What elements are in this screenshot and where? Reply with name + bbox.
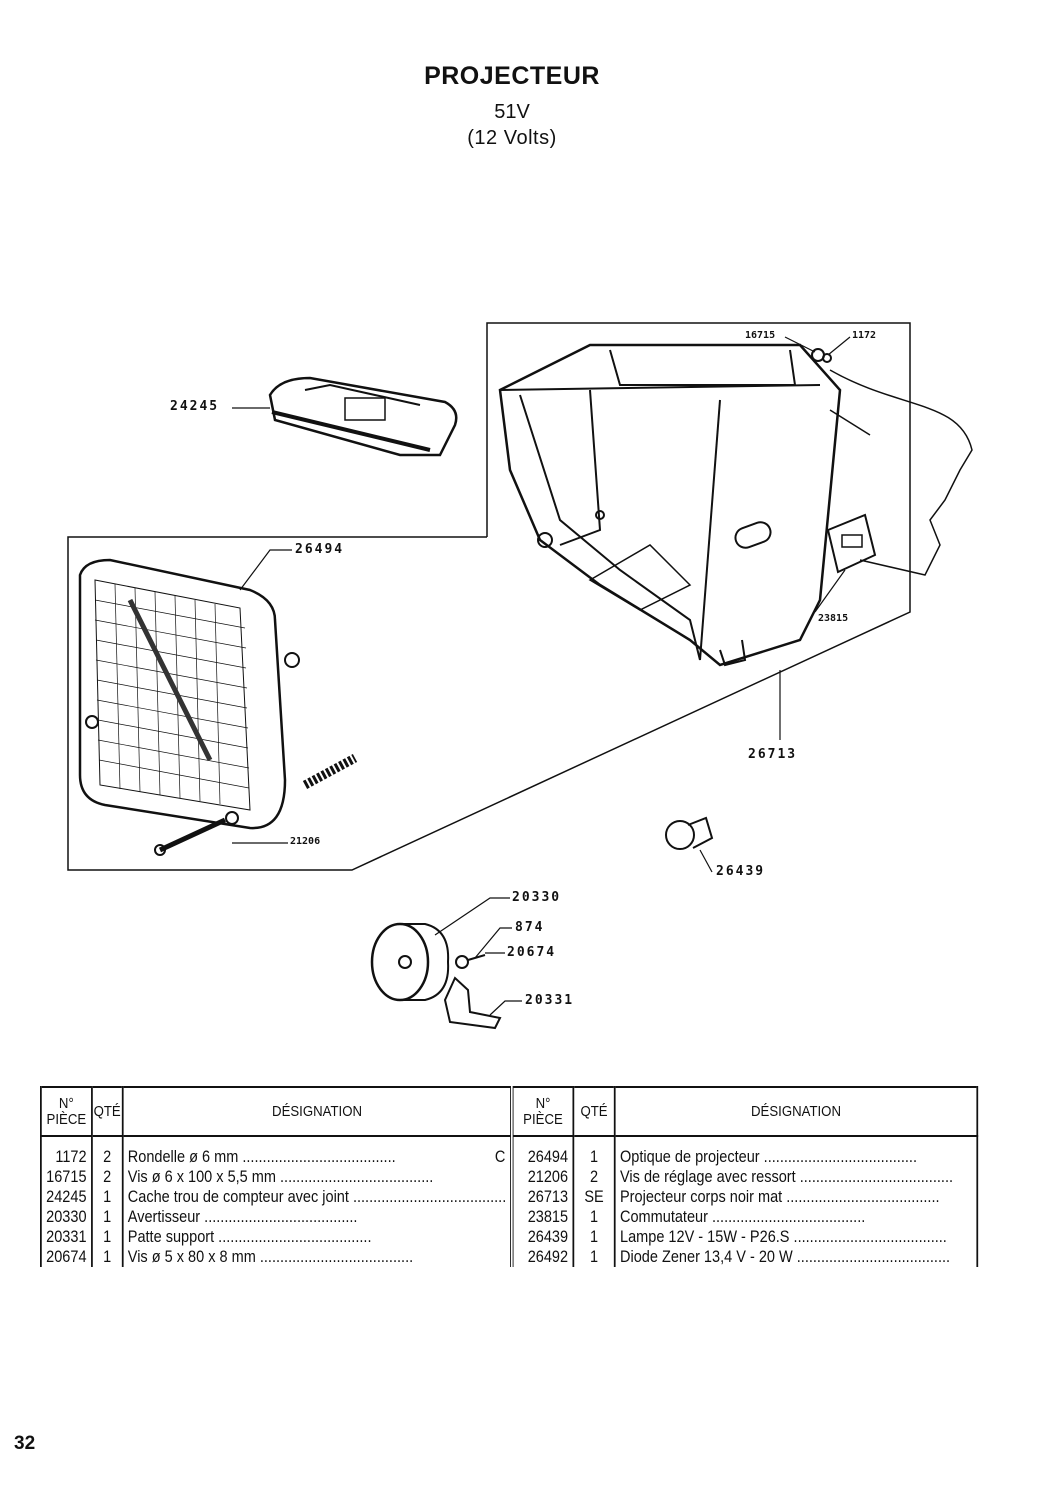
- leader-dots: ......................................: [707, 1208, 866, 1226]
- lamp-drawing: [665, 816, 714, 850]
- headlight-body-drawing: [498, 343, 842, 667]
- piece-number: 16715: [40, 1167, 92, 1187]
- switch-drawing: [826, 513, 877, 574]
- callout-24245: 24245: [170, 399, 220, 414]
- leader-dots: ......................................: [200, 1208, 358, 1226]
- piece-number: 26492: [510, 1247, 574, 1267]
- leader-dots: ......................................: [255, 1248, 414, 1266]
- callout-20674: 20674: [507, 945, 557, 960]
- piece-number: 24245: [40, 1187, 92, 1207]
- wire-drawing: [829, 369, 973, 576]
- quantity: 1: [90, 1207, 123, 1227]
- designation: Projecteur corps noir mat: [620, 1188, 783, 1206]
- callout-20331: 20331: [525, 993, 575, 1008]
- header-designation: DÉSIGNATION: [121, 1087, 511, 1137]
- voltage-label: (12 Volts): [467, 127, 557, 149]
- leader-dots: ......................................: [759, 1148, 917, 1166]
- support-bracket-drawing: [443, 976, 502, 1030]
- piece-number: 20330: [40, 1207, 92, 1227]
- leader-dots: ......................................: [238, 1148, 396, 1166]
- callout-21206: 21206: [290, 836, 321, 847]
- cover-drawing: [268, 376, 458, 457]
- header-piece: N° PIÈCE: [510, 1087, 574, 1137]
- callout-23815: 23815: [818, 613, 849, 624]
- quantity: 1: [572, 1227, 615, 1247]
- quantity: 1: [572, 1207, 615, 1227]
- quantity: 2: [90, 1167, 123, 1187]
- designation: Patte support: [127, 1228, 215, 1246]
- callout-26439: 26439: [716, 864, 766, 879]
- leader-dots: ......................................: [275, 1168, 434, 1186]
- piece-number: 26439: [510, 1227, 574, 1247]
- quantity: 1: [90, 1187, 123, 1207]
- quantity: 1: [572, 1136, 615, 1167]
- designation: Vis ø 5 x 80 x 8 mm: [127, 1248, 256, 1266]
- leader-dots: ......................................: [782, 1188, 940, 1206]
- adjust-screw-drawing: [154, 754, 358, 856]
- piece-number: 23815: [510, 1207, 574, 1227]
- header-piece: N° PIÈCE: [40, 1087, 92, 1137]
- designation: Diode Zener 13,4 V - 20 W: [620, 1248, 793, 1266]
- piece-number: 26494: [510, 1136, 574, 1167]
- piece-number: 20331: [40, 1227, 92, 1247]
- designation: Optique de projecteur: [620, 1148, 760, 1166]
- quantity: 2: [572, 1167, 615, 1187]
- note: C: [491, 1147, 506, 1167]
- piece-number: 1172: [40, 1136, 92, 1167]
- quantity: 1: [90, 1227, 123, 1247]
- designation: Vis de réglage avec ressort: [620, 1168, 796, 1186]
- leader-dots: ......................................: [214, 1228, 372, 1246]
- callout-26494: 26494: [295, 542, 345, 557]
- page-title: PROJECTEUR: [424, 62, 600, 90]
- callout-26713: 26713: [748, 747, 798, 762]
- assembly-frame: [67, 322, 911, 871]
- header-designation: DÉSIGNATION: [613, 1087, 979, 1137]
- designation: Vis ø 6 x 100 x 5,5 mm: [127, 1168, 276, 1186]
- piece-number: 21206: [510, 1167, 574, 1187]
- callout-20330: 20330: [512, 890, 562, 905]
- piece-number: 26713: [510, 1187, 574, 1207]
- quantity: 1: [90, 1247, 123, 1267]
- callout-874: 874: [515, 920, 545, 935]
- designation: Cache trou de compteur avec joint: [127, 1188, 349, 1206]
- horn-drawing: [370, 922, 450, 1002]
- leader-dots: ......................................: [789, 1228, 947, 1246]
- leader-dots: ......................................: [795, 1168, 954, 1186]
- callout-16715: 16715: [745, 330, 776, 341]
- leader-dots: ......................................: [792, 1248, 951, 1266]
- designation: Avertisseur: [127, 1208, 201, 1226]
- exploded-diagram: [67, 322, 973, 1030]
- header-qty: QTÉ: [90, 1087, 123, 1137]
- page-number: 32: [14, 1433, 36, 1454]
- optic-drawing: [78, 558, 300, 830]
- designation: Rondelle ø 6 mm: [127, 1148, 239, 1166]
- quantity: 2: [90, 1136, 123, 1167]
- quantity: 1: [572, 1247, 615, 1267]
- quantity: SE: [572, 1187, 615, 1207]
- header-qty: QTÉ: [572, 1087, 615, 1137]
- model-label: 51V: [494, 101, 530, 123]
- piece-number: 20674: [40, 1247, 92, 1267]
- callout-1172: 1172: [852, 330, 877, 341]
- leader-dots: ......................................: [348, 1188, 507, 1206]
- designation: Commutateur: [620, 1208, 708, 1226]
- designation: Lampe 12V - 15W - P26.S: [620, 1228, 790, 1246]
